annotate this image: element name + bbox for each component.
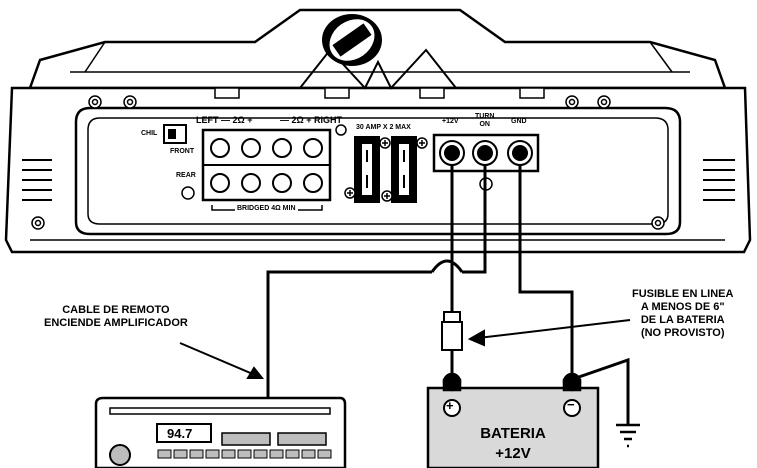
right-vents [703, 159, 735, 201]
chassis-screws [31, 95, 665, 230]
plus12v-terminal-label: +12V [442, 118, 459, 125]
fuse-mount-screws [344, 137, 428, 202]
power-terminals [439, 140, 533, 166]
rear-knob [181, 186, 195, 200]
fuse-holders [354, 136, 417, 203]
head-unit-buttons [157, 449, 332, 459]
chil-switch [163, 124, 187, 144]
wiring [266, 165, 630, 425]
inline-fuse-callout: FUSIBLE EN LINEA A MENOS DE 6" DE LA BAT… [632, 288, 734, 339]
battery [426, 372, 600, 468]
turn-on-terminal-label: TURN ON [475, 113, 495, 128]
battery-minus-symbol: − [567, 397, 575, 412]
battery-plus-symbol: + [446, 398, 454, 413]
battery-label: BATERIA +12V [480, 425, 546, 462]
speaker-terminals [210, 138, 323, 193]
front-label: FRONT [170, 148, 195, 155]
brand-logo [322, 14, 382, 66]
remote-cable-callout: CABLE DE REMOTO ENCIENDE AMPLIFICADOR [44, 304, 188, 329]
panel-knob [335, 124, 347, 136]
ground-symbol [616, 423, 640, 448]
left-channel-label: LEFT — 2Ω + [196, 115, 253, 125]
right-channel-label: — 2Ω + RIGHT [280, 115, 343, 125]
gnd-terminal-label: GND [511, 118, 527, 125]
rear-label: REAR [176, 172, 196, 179]
left-vents [22, 159, 52, 201]
callout-arrows [179, 319, 631, 379]
inline-fuse [441, 311, 463, 351]
bridged-label: BRIDGED 4Ω MIN [235, 205, 298, 212]
fuse-rating-label: 30 AMP X 2 MAX [356, 124, 411, 131]
chil-label: CHIL [141, 130, 158, 137]
radio-frequency-display: 94.7 [167, 426, 193, 441]
